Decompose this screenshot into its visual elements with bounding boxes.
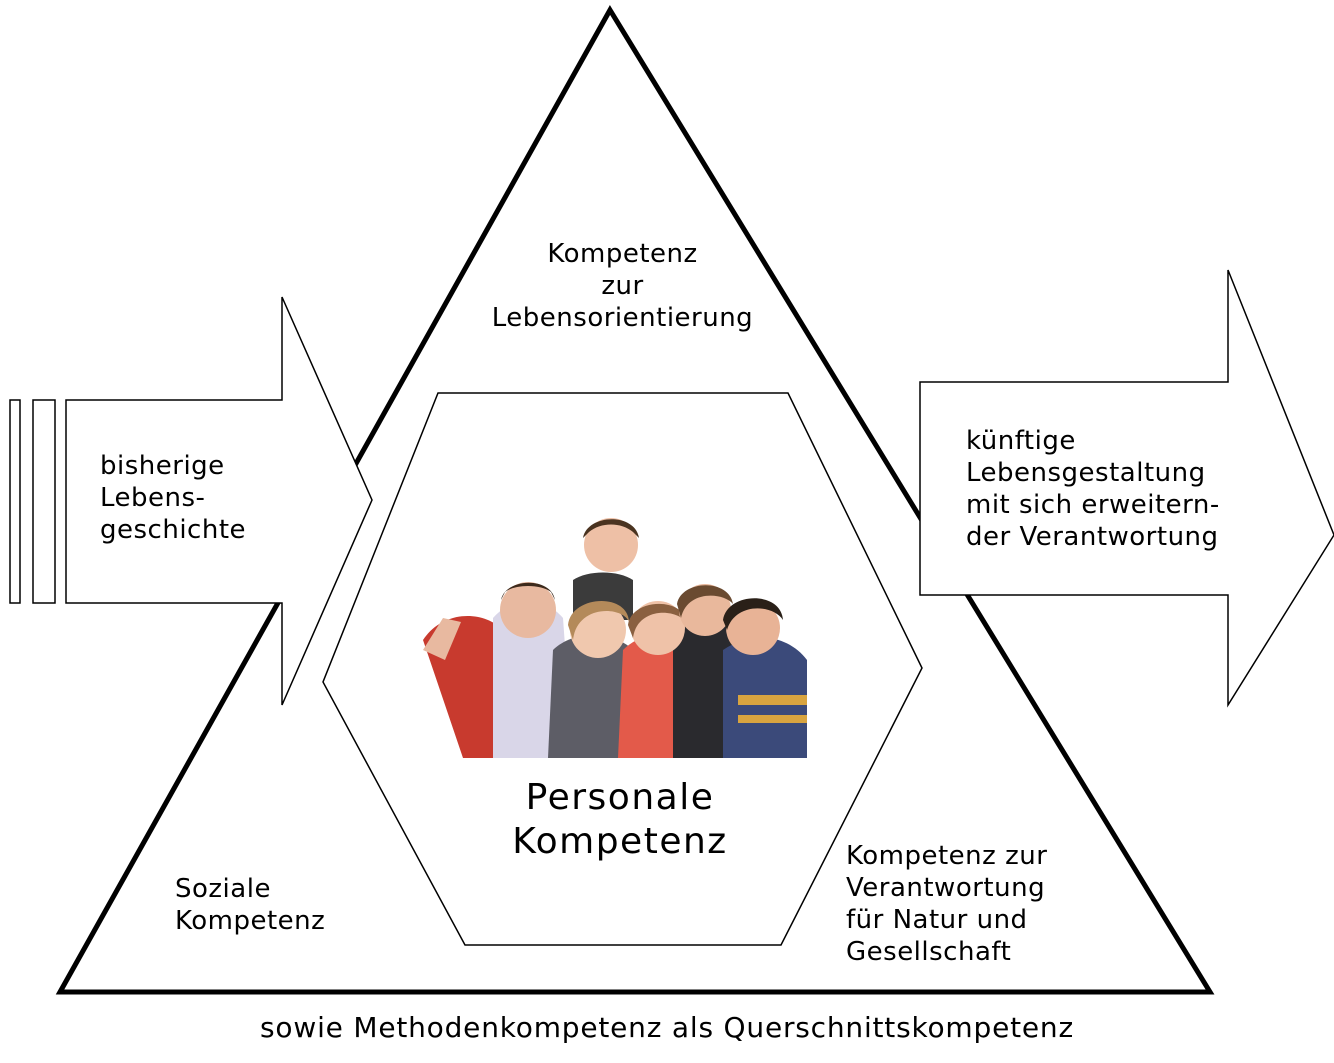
bottom-left-label-social-competence: Soziale Kompetenz <box>175 873 325 937</box>
bottom-right-label-line: für Natur und <box>846 905 1028 935</box>
bottom-right-label-line: Verantwortung <box>846 873 1046 903</box>
right-arrow-label-line: der Verantwortung <box>966 522 1219 552</box>
right-arrow-label-line: Lebensgestaltung <box>966 458 1206 488</box>
past-arrow-stripe-2 <box>32 399 56 604</box>
top-label-line: Kompetenz <box>547 239 698 269</box>
left-arrow-label-line: Lebens- <box>100 483 206 513</box>
bottom-left-label-line: Soziale <box>175 874 271 904</box>
future-arrow <box>919 269 1334 708</box>
past-arrow-stripe-1 <box>9 399 21 604</box>
right-arrow-label: künftige Lebensgestaltung mit sich erwei… <box>966 425 1220 553</box>
left-arrow-label-line: bisherige <box>100 451 225 481</box>
right-arrow-label-line: mit sich erweitern- <box>966 490 1220 520</box>
bottom-left-label-line: Kompetenz <box>175 906 326 936</box>
left-arrow-label: bisherige Lebens- geschichte <box>100 450 246 546</box>
top-label-life-orientation: Kompetenz zur Lebensorientierung <box>470 238 775 334</box>
bottom-right-label-line: Gesellschaft <box>846 937 1012 967</box>
group-of-children-photo <box>423 500 807 758</box>
center-label-line: Kompetenz <box>512 821 728 862</box>
top-label-line: Lebensorientierung <box>491 303 754 333</box>
footer-method-competence: sowie Methodenkompetenz als Querschnitts… <box>260 1011 1074 1044</box>
right-arrow-label-line: künftige <box>966 426 1076 456</box>
center-label-personal-competence: Personale Kompetenz <box>470 776 770 864</box>
bottom-right-label-line: Kompetenz zur <box>846 841 1048 871</box>
past-arrow <box>65 296 373 706</box>
top-label-line: zur <box>601 271 644 301</box>
center-label-line: Personale <box>525 777 715 818</box>
bottom-right-label-responsibility: Kompetenz zur Verantwortung für Natur un… <box>846 840 1047 968</box>
left-arrow-label-line: geschichte <box>100 515 247 545</box>
